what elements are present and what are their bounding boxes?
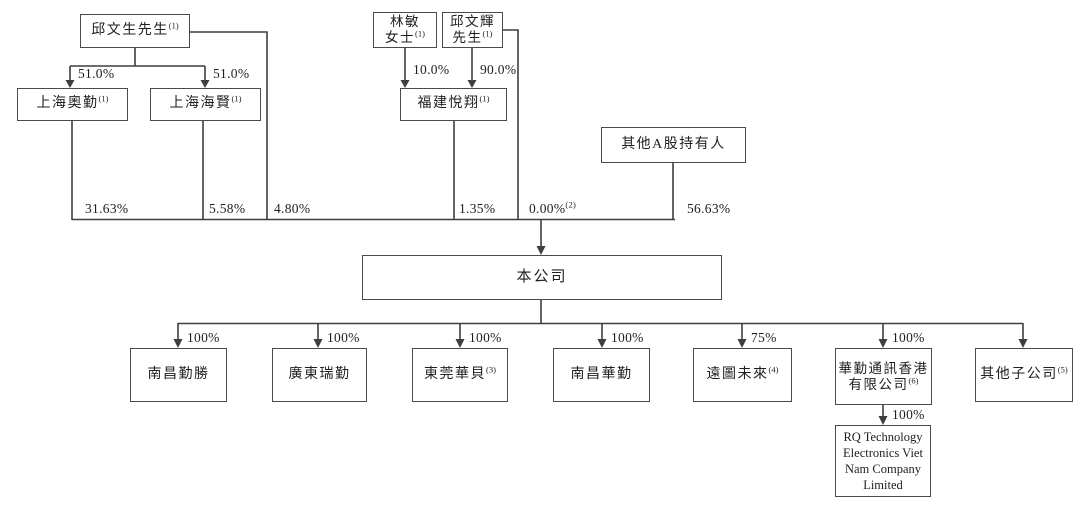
node-label: 林敏 xyxy=(389,14,420,30)
edge-label-to-nanchang-qinsheng: 100% xyxy=(187,330,220,345)
edge-label-to-nanchang-huaqin: 100% xyxy=(611,330,644,345)
node-nanchang-huaqin: 南昌華勤 xyxy=(553,348,650,402)
node-company: 本公司 xyxy=(362,255,722,300)
edge-label-aoqin-to-company: 31.63% xyxy=(85,201,129,216)
node-dongguan-huabei: 東莞華貝(3) xyxy=(412,348,508,402)
footnote-marker: (2) xyxy=(565,199,577,210)
edge-label-wenhui-to-yuexiang: 90.0% xyxy=(480,62,517,77)
arrowhead xyxy=(200,80,210,88)
footnote-marker: (1) xyxy=(231,93,242,104)
node-qiu-wenhui: 邱文輝先生(1) xyxy=(442,12,503,48)
node-shanghai-aoqin: 上海奧勤(1) xyxy=(17,88,128,121)
node-label: 遠圖未來 xyxy=(706,366,769,382)
footnote-marker: (4) xyxy=(768,364,779,375)
node-label: Nam Company xyxy=(844,462,922,476)
footnote-marker: (1) xyxy=(479,93,490,104)
node-label: 廣東瑞勤 xyxy=(288,366,351,382)
arrowhead xyxy=(400,80,410,88)
node-label: 東莞華貝 xyxy=(424,366,487,382)
node-label: 福建悅翔 xyxy=(417,96,480,112)
node-label: 其他A股持有人 xyxy=(621,136,726,152)
node-fujian-yuexiang: 福建悅翔(1) xyxy=(400,88,507,121)
node-label: Electronics Viet xyxy=(843,445,923,460)
node-lin-min: 林敏女士(1) xyxy=(373,12,437,48)
arrowhead xyxy=(455,339,465,348)
node-qiu-wensheng: 邱文生先生(1) xyxy=(80,14,190,48)
node-huaqin-hk: 華勤通訊香港有限公司(6) xyxy=(835,348,932,405)
arrowhead xyxy=(878,416,888,425)
edge-label-others-to-company: 56.63% xyxy=(687,201,731,216)
node-shanghai-haixian: 上海海賢(1) xyxy=(150,88,261,121)
arrowhead xyxy=(737,339,747,348)
node-label: 上海奧勤 xyxy=(36,96,99,112)
node-label: 有限公司 xyxy=(848,376,909,392)
node-nanchang-qinsheng: 南昌勤勝 xyxy=(130,348,227,402)
arrowhead xyxy=(597,339,607,348)
node-guangdong-ruiqin: 廣東瑞勤 xyxy=(272,348,367,402)
node-label: 邱文輝 xyxy=(450,14,495,30)
node-other-subsidiaries: 其他子公司(5) xyxy=(975,348,1073,402)
node-label: 先生 xyxy=(452,30,483,45)
edge-label-wensheng-to-company: 4.80% xyxy=(274,201,311,216)
arrowhead xyxy=(173,339,183,348)
node-label: Limited xyxy=(863,478,903,493)
footnote-marker: (3) xyxy=(486,364,496,375)
node-label: 邱文生先生 xyxy=(91,22,169,38)
footnote-marker: (1) xyxy=(98,93,109,104)
arrowhead xyxy=(467,80,477,88)
edge-label-yuexiang-to-company: 1.35% xyxy=(459,201,496,216)
arrowhead xyxy=(65,80,75,88)
node-label: 女士 xyxy=(385,30,416,45)
node-label: 南昌勤勝 xyxy=(147,366,210,382)
edge-label-linmin-to-yuexiang: 10.0% xyxy=(413,62,450,77)
edge-label-to-huaqin-hk: 100% xyxy=(892,330,925,345)
arrowhead xyxy=(536,246,546,255)
node-label: RQ Technology xyxy=(843,429,923,444)
footnote-marker: (1) xyxy=(168,20,179,31)
node-other-a-shareholders: 其他A股持有人 xyxy=(601,127,746,163)
footnote-marker: (1) xyxy=(482,28,493,39)
node-label: 上海海賢 xyxy=(169,96,232,112)
edge-label-wensheng-to-haixian: 51.0% xyxy=(213,66,250,81)
node-label: 南昌華勤 xyxy=(570,366,633,382)
footnote-marker: (6) xyxy=(908,375,919,385)
node-yuantu-weilai: 遠圖未來(4) xyxy=(693,348,792,402)
node-label: 本公司 xyxy=(516,268,568,285)
edge-label-to-guangdong-ruiqin: 100% xyxy=(327,330,360,345)
node-label: 其他子公司 xyxy=(980,366,1058,382)
edge-label-to-rq-vietnam: 100% xyxy=(892,407,925,422)
footnote-marker: (5) xyxy=(1057,364,1068,375)
edge-label-wensheng-to-aoqin: 51.0% xyxy=(78,66,115,81)
footnote-marker: (1) xyxy=(415,28,425,39)
edge-label-wenhui-to-company: 0.00%(2) xyxy=(529,199,577,216)
arrowhead xyxy=(313,339,323,348)
edge-label-to-yuantu-weilai: 75% xyxy=(751,330,777,345)
edge-label-haixian-to-company: 5.58% xyxy=(209,201,246,216)
node-label: 華勤通訊香港 xyxy=(838,360,929,376)
connector-path xyxy=(69,29,1024,417)
arrowhead xyxy=(1018,339,1028,348)
arrowhead xyxy=(878,339,888,348)
edge-label-to-dongguan-huabei: 100% xyxy=(469,330,502,345)
